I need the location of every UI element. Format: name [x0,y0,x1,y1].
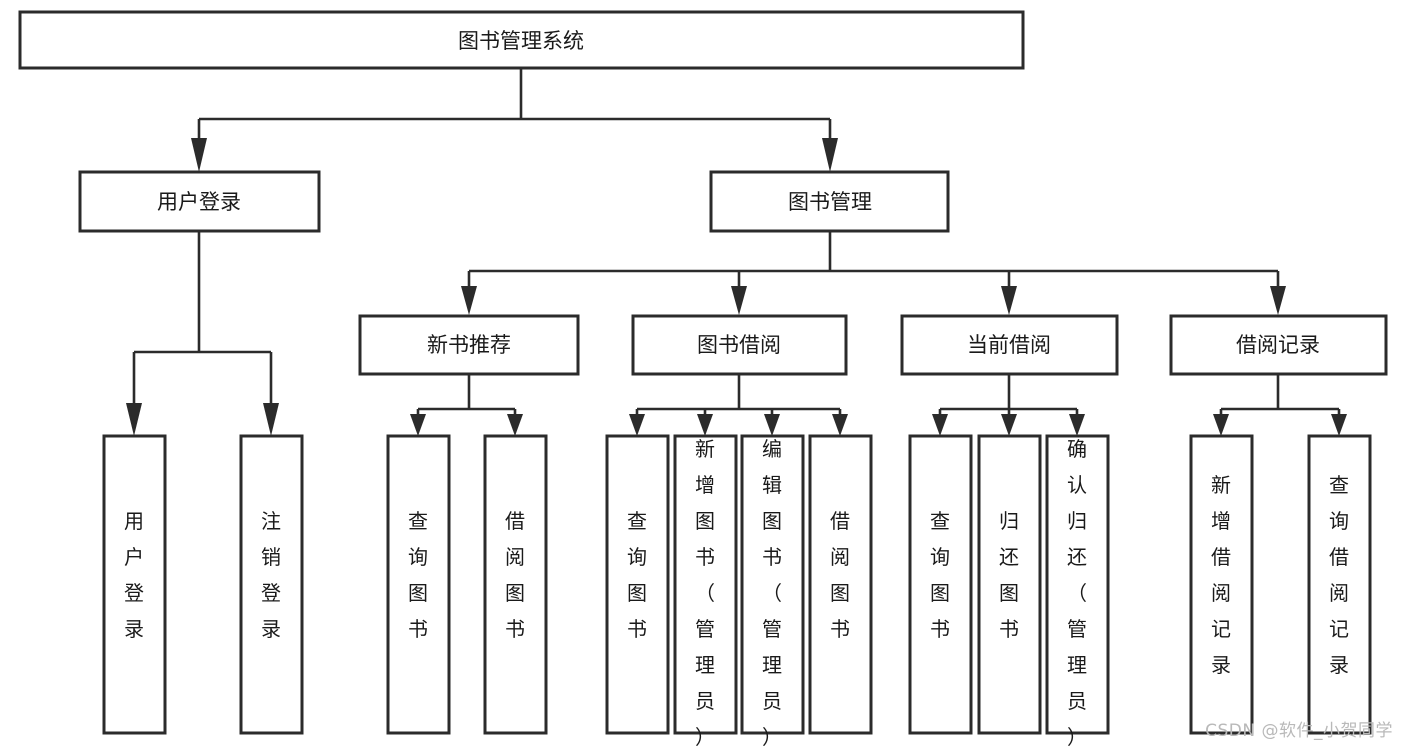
arrowhead-borrow-record [1270,286,1286,315]
arrowhead-leaf-confirm-return [1069,414,1085,436]
arrowhead-user-login [191,138,207,172]
node-borrow-record-label: 借阅记录 [1236,333,1320,357]
node-new-book-recommend-box[interactable] [358,314,580,376]
node-leaf-return-book[interactable]: 归还图书 [977,434,1042,735]
arrowhead-new-book-recommend [461,286,477,315]
arrowhead-leaf-add-book [697,414,713,436]
node-leaf-query-record-box[interactable] [1307,434,1372,735]
arrowhead-book-manage [822,138,838,172]
node-leaf-add-book-box[interactable] [673,434,738,735]
node-leaf-query-book-2-box[interactable] [605,434,670,735]
node-leaf-user-logout[interactable]: 注销登录 [239,434,304,735]
arrowhead-leaf-user-login [126,403,142,436]
node-leaf-borrow-book-1[interactable]: 借阅图书 [483,434,548,735]
node-book-manage-box[interactable] [709,170,950,233]
node-borrow-record[interactable]: 借阅记录 [1169,314,1388,376]
node-book-manage-label: 图书管理 [788,190,872,214]
node-book-borrow-label: 图书借阅 [697,333,781,357]
node-leaf-query-record-label: 查询借阅记录 [1329,473,1349,677]
node-leaf-query-book-1-box[interactable] [386,434,451,735]
node-borrow-record-box[interactable] [1169,314,1388,376]
node-leaf-user-logout-label: 注销登录 [261,509,281,641]
node-leaf-user-login[interactable]: 用户登录 [102,434,167,735]
arrowhead-leaf-query-record [1331,414,1347,436]
node-user-login-label: 用户登录 [157,190,241,214]
node-user-login-box[interactable] [78,170,321,233]
node-leaf-edit-book-box[interactable] [740,434,805,735]
arrowhead-leaf-borrow-book-2 [832,414,848,436]
node-root-box[interactable] [18,10,1025,70]
node-leaf-add-book-label: 新增图书（管理员） [695,437,715,747]
node-leaf-query-book-1-label: 查询图书 [408,509,428,641]
node-leaf-user-logout-box[interactable] [239,434,304,735]
node-leaf-borrow-book-2-box[interactable] [808,434,873,735]
node-new-book-recommend-label: 新书推荐 [427,333,511,357]
node-leaf-user-login-label: 用户登录 [124,509,144,641]
node-current-borrow-label: 当前借阅 [967,333,1051,357]
node-leaf-add-record-box[interactable] [1189,434,1254,735]
node-root[interactable]: 图书管理系统 [18,10,1025,70]
leaf-nodes-layer: 用户登录 注销登录 查询图书 借阅图书 查询图书 新增图书（管理员） [102,434,1372,747]
node-current-borrow[interactable]: 当前借阅 [900,314,1119,376]
arrowhead-current-borrow [1001,286,1017,315]
node-leaf-edit-book[interactable]: 编辑图书（管理员） [740,434,805,747]
node-leaf-user-login-box[interactable] [102,434,167,735]
node-leaf-query-book-2-label: 查询图书 [627,509,647,641]
node-leaf-query-book-1[interactable]: 查询图书 [386,434,451,735]
node-leaf-add-record-label: 新增借阅记录 [1211,473,1231,677]
node-leaf-add-book[interactable]: 新增图书（管理员） [673,434,738,747]
arrowhead-leaf-query-book-2 [629,414,645,436]
node-book-manage[interactable]: 图书管理 [709,170,950,233]
node-leaf-borrow-book-2-label: 借阅图书 [830,509,850,641]
arrowhead-leaf-add-record [1213,414,1229,436]
node-new-book-recommend[interactable]: 新书推荐 [358,314,580,376]
arrowhead-leaf-edit-book [764,414,780,436]
node-leaf-query-record[interactable]: 查询借阅记录 [1307,434,1372,735]
node-leaf-confirm-return-label: 确认归还（管理员） [1067,437,1087,747]
node-leaf-borrow-book-1-label: 借阅图书 [505,509,525,641]
node-user-login[interactable]: 用户登录 [78,170,321,233]
node-book-borrow[interactable]: 图书借阅 [631,314,848,376]
node-leaf-query-book-3[interactable]: 查询图书 [908,434,973,735]
node-leaf-edit-book-label: 编辑图书（管理员） [762,437,782,747]
node-leaf-borrow-book-2[interactable]: 借阅图书 [808,434,873,735]
arrowhead-leaf-query-book-1 [410,414,426,436]
connectors-layer [126,68,1347,436]
node-leaf-return-book-box[interactable] [977,434,1042,735]
arrowhead-leaf-user-logout [263,403,279,436]
arrowhead-book-borrow [731,286,747,315]
node-leaf-query-book-3-label: 查询图书 [930,509,950,641]
node-root-label: 图书管理系统 [458,29,584,53]
node-leaf-borrow-book-1-box[interactable] [483,434,548,735]
node-current-borrow-box[interactable] [900,314,1119,376]
node-book-borrow-box[interactable] [631,314,848,376]
node-leaf-return-book-label: 归还图书 [999,509,1019,641]
node-leaf-query-book-3-box[interactable] [908,434,973,735]
arrowhead-leaf-return-book [1001,414,1017,436]
node-leaf-query-book-2[interactable]: 查询图书 [605,434,670,735]
arrowhead-leaf-borrow-book-1 [507,414,523,436]
node-leaf-confirm-return[interactable]: 确认归还（管理员） [1045,434,1110,747]
arrowhead-leaf-query-book-3 [932,414,948,436]
node-leaf-confirm-return-box[interactable] [1045,434,1110,735]
node-leaf-add-record[interactable]: 新增借阅记录 [1189,434,1254,735]
